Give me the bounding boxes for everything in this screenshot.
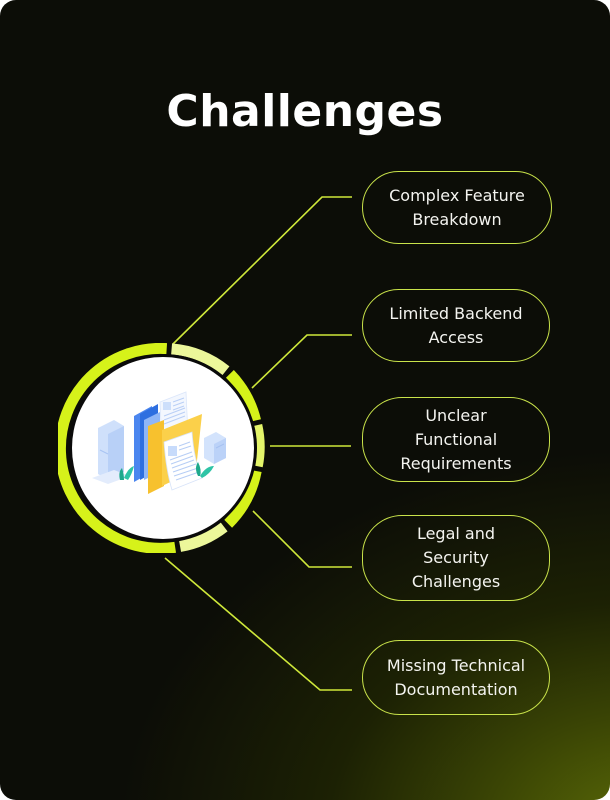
challenge-pill-missing-technical-documentation: Missing Technical Documentation xyxy=(362,640,550,715)
challenge-pill-unclear-functional-requirements: Unclear Functional Requirements xyxy=(362,397,550,482)
challenge-label: Missing Technical Documentation xyxy=(386,655,526,699)
challenge-pill-complex-feature-breakdown: Complex Feature Breakdown xyxy=(362,171,552,244)
challenge-label: Legal and Security Challenges xyxy=(411,524,501,591)
challenge-label: Unclear Functional Requirements xyxy=(400,405,512,473)
connector-line-5 xyxy=(164,557,352,691)
documents-folder-illustration-icon xyxy=(92,391,226,494)
challenge-pill-limited-backend-access: Limited Backend Access xyxy=(362,289,550,362)
hub-ring xyxy=(58,343,265,553)
connector-line-2 xyxy=(251,334,352,389)
connector-line-1 xyxy=(172,196,352,345)
page-title: Challenges xyxy=(166,86,444,137)
challenge-pill-legal-and-security-challenges: Legal and Security Challenges xyxy=(362,515,550,601)
challenge-label: Limited Backend Access xyxy=(389,303,523,347)
challenge-label: Complex Feature Breakdown xyxy=(389,185,525,229)
connector-line-4 xyxy=(252,510,352,568)
